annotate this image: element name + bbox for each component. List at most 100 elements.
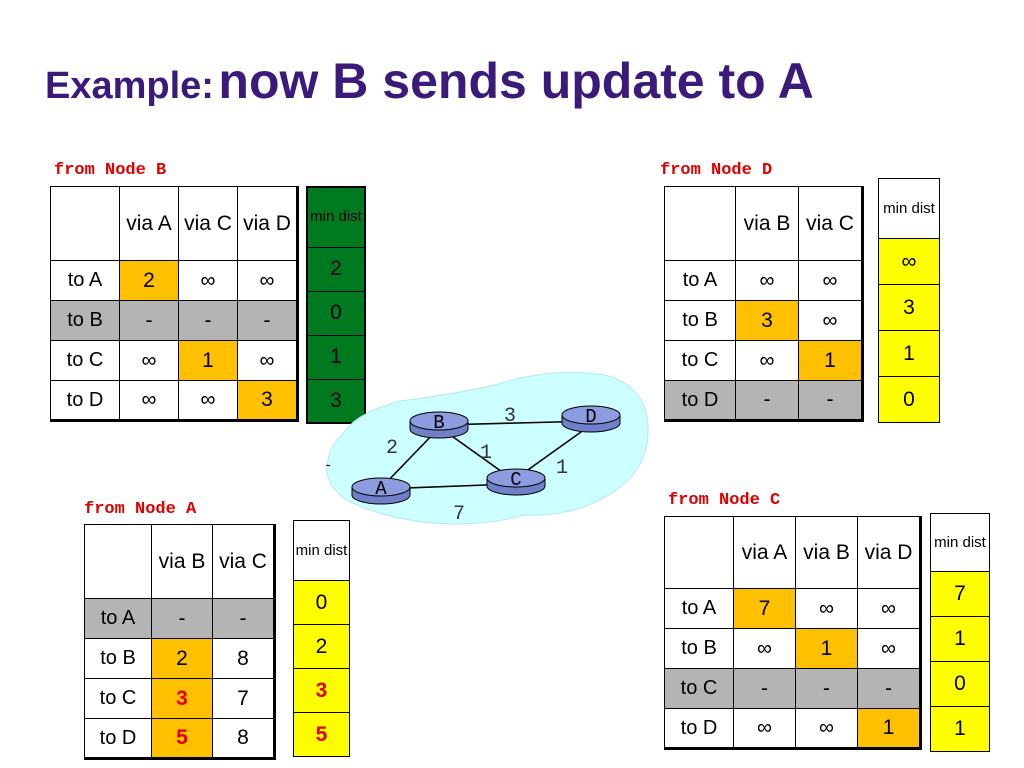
table-row: to D 5 8 xyxy=(84,718,275,759)
cell: 8 xyxy=(212,638,275,679)
row-label: to A xyxy=(664,260,736,301)
cell: 5 xyxy=(151,718,213,759)
corner-cell xyxy=(84,524,152,599)
table-node-d: via B via C to A ∞ ∞ to B 3 ∞ to C ∞ 1 t… xyxy=(664,186,864,422)
header-cell: via D xyxy=(237,186,298,261)
min-dist-cell: 0 xyxy=(878,376,940,423)
cell: ∞ xyxy=(237,260,298,301)
cell: ∞ xyxy=(119,340,179,381)
router-b: B xyxy=(409,411,469,439)
network-diagram: - 3 2 1 1 7 B D C xyxy=(324,372,649,526)
table-row: to C - - - xyxy=(664,668,921,709)
header-cell: via C xyxy=(178,186,238,261)
row-label: to D xyxy=(50,380,120,421)
header-cell: via C xyxy=(212,524,275,599)
router-c: C xyxy=(486,468,546,496)
table-node-c: via A via B via D to A 7 ∞ ∞ to B ∞ 1 ∞ … xyxy=(664,516,922,750)
table-row: to C ∞ 1 xyxy=(664,340,863,381)
cell: ∞ xyxy=(735,260,799,301)
min-dist-header: min dist xyxy=(878,178,940,239)
cell: 1 xyxy=(795,628,858,669)
cell: 3 xyxy=(151,678,213,719)
table-row: to A 7 ∞ ∞ xyxy=(664,588,921,629)
cell: - xyxy=(151,598,213,639)
min-dist-node-a: min dist 0 2 3 5 xyxy=(293,520,350,757)
cost-label-a-c: 7 xyxy=(453,503,465,526)
cell: - xyxy=(119,300,179,341)
node-label-c: C xyxy=(510,469,521,491)
cell: ∞ xyxy=(237,340,298,381)
corner-cell xyxy=(664,186,736,261)
cell: 8 xyxy=(212,718,275,759)
table-node-b: via A via C via D to A 2 ∞ ∞ to B - - - … xyxy=(50,186,299,422)
min-dist-cell: 0 xyxy=(293,580,350,625)
cell: ∞ xyxy=(733,628,796,669)
header-cell: via B xyxy=(151,524,213,599)
node-label-b: B xyxy=(433,412,444,434)
min-dist-cell: 5 xyxy=(293,712,350,757)
cell: 1 xyxy=(798,340,863,381)
cell: ∞ xyxy=(798,260,863,301)
cell: - xyxy=(735,380,799,421)
cell: ∞ xyxy=(798,300,863,341)
min-dist-node-d: min dist ∞ 3 1 0 xyxy=(878,178,940,423)
cell: ∞ xyxy=(733,708,796,749)
table-row: to C 3 7 xyxy=(84,678,275,719)
table-row: to B ∞ 1 ∞ xyxy=(664,628,921,669)
min-dist-cell: 1 xyxy=(306,334,366,380)
min-dist-cell: ∞ xyxy=(878,238,940,285)
cell: 3 xyxy=(237,380,298,421)
min-dist-cell: 3 xyxy=(878,284,940,331)
header-cell: via C xyxy=(798,186,863,261)
cell: 1 xyxy=(178,340,238,381)
table-row: to A ∞ ∞ xyxy=(664,260,863,301)
cell: - xyxy=(857,668,921,709)
min-dist-cell: 1 xyxy=(930,706,990,752)
cell: 7 xyxy=(733,588,796,629)
table-row: to D ∞ ∞ 3 xyxy=(50,380,298,421)
table-row: to D ∞ ∞ 1 xyxy=(664,708,921,749)
min-dist-header: min dist xyxy=(293,520,350,581)
cost-label-a-b: 2 xyxy=(386,437,398,460)
row-label: to B xyxy=(50,300,120,341)
row-label: to D xyxy=(84,718,152,759)
table-node-a: via B via C to A - - to B 2 8 to C 3 7 t… xyxy=(84,524,276,760)
header-cell: via A xyxy=(733,516,796,589)
corner-cell xyxy=(50,186,120,261)
min-dist-cell: 3 xyxy=(306,378,366,424)
caption-node-a: from Node A xyxy=(84,500,197,519)
min-dist-cell: 2 xyxy=(293,624,350,669)
row-label: to D xyxy=(664,708,734,749)
cell: 7 xyxy=(212,678,275,719)
caption-node-c: from Node C xyxy=(668,491,781,510)
caption-node-b: from Node B xyxy=(54,161,167,180)
table-row: to C ∞ 1 ∞ xyxy=(50,340,298,381)
cost-label-b-d: 3 xyxy=(504,405,516,428)
header-cell: via D xyxy=(857,516,921,589)
cell: 2 xyxy=(119,260,179,301)
row-label: to A xyxy=(50,260,120,301)
cell: ∞ xyxy=(735,340,799,381)
table-row: to B 2 8 xyxy=(84,638,275,679)
node-label-d: D xyxy=(585,406,596,428)
min-dist-cell: 1 xyxy=(878,330,940,377)
header-cell: via B xyxy=(735,186,799,261)
min-dist-cell: 1 xyxy=(930,616,990,662)
link-a-b xyxy=(381,428,439,488)
cell: 2 xyxy=(151,638,213,679)
cell: - xyxy=(795,668,858,709)
cell: 3 xyxy=(735,300,799,341)
title-prefix: Example: xyxy=(45,65,214,107)
min-dist-node-b: min dist 2 0 1 3 xyxy=(306,186,366,424)
cell: ∞ xyxy=(795,588,858,629)
corner-cell xyxy=(664,516,734,589)
cell: ∞ xyxy=(857,588,921,629)
min-dist-cell: 2 xyxy=(306,246,366,292)
min-dist-cell: 7 xyxy=(930,571,990,617)
title-main: now B sends update to A xyxy=(218,53,814,109)
cell: 1 xyxy=(857,708,921,749)
row-label: to C xyxy=(50,340,120,381)
table-row: to B 3 ∞ xyxy=(664,300,863,341)
router-d: D xyxy=(561,405,621,433)
cost-label-b-c: 1 xyxy=(480,442,492,465)
